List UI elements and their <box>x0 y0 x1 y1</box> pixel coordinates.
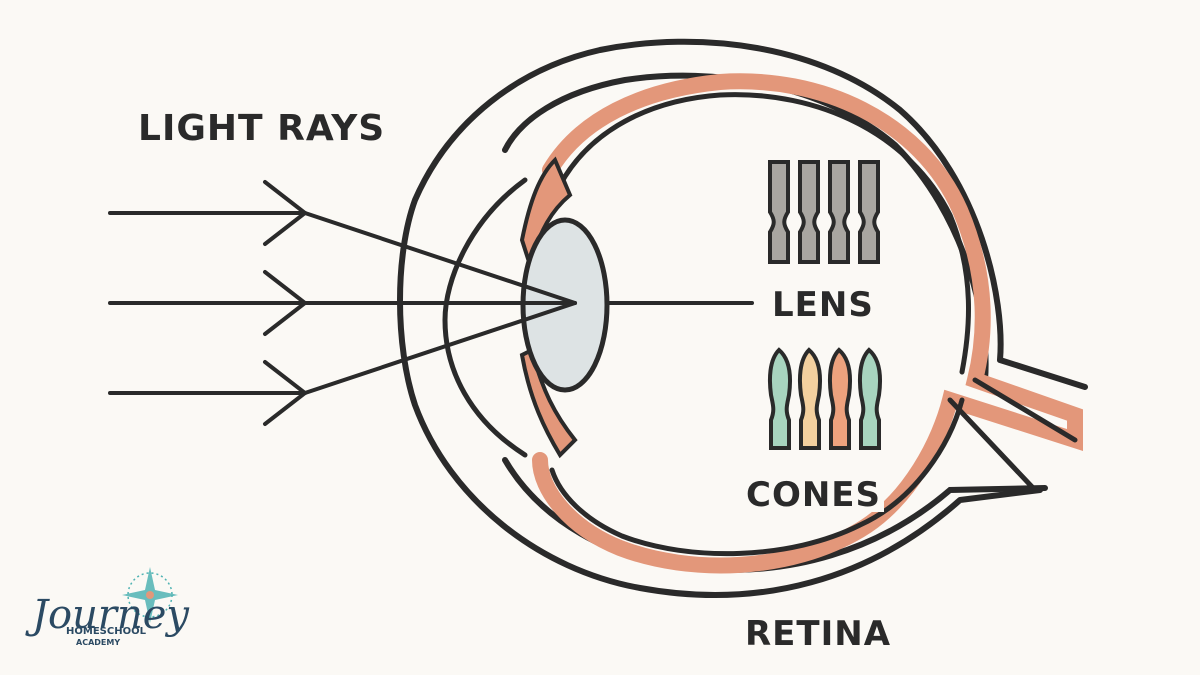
retina-inner-edge-lower <box>549 397 965 557</box>
cone-orange <box>828 347 852 450</box>
refracted-ray-bottom <box>303 301 577 395</box>
cone-green-2 <box>858 347 882 450</box>
cones-label-bg <box>742 472 884 512</box>
optic-nerve <box>947 377 1078 493</box>
cornea <box>442 177 528 458</box>
rod-3 <box>828 160 850 264</box>
logo-line-1: HOMESCHOOL <box>66 626 147 637</box>
lens-label: LENS <box>772 285 874 325</box>
logo-name: Journey <box>25 592 190 638</box>
light-rays <box>108 180 754 426</box>
light-rays-label: LIGHT RAYS <box>138 108 385 149</box>
lens-label-bg <box>765 283 877 323</box>
retina-label: RETINA <box>745 614 891 654</box>
rod-2 <box>798 160 820 264</box>
refracted-ray-top <box>303 211 577 305</box>
logo: Journey HOMESCHOOL ACADEMY <box>25 567 190 647</box>
cone-yellow <box>798 347 822 450</box>
sclera-outer <box>397 38 1088 598</box>
cones-label: CONES <box>746 475 881 515</box>
retina-inner-edge <box>557 92 972 375</box>
compass-star-icon <box>122 567 178 623</box>
logo-line-2: ACADEMY <box>76 638 120 647</box>
rods <box>768 160 880 264</box>
rod-4 <box>858 160 880 264</box>
rod-1 <box>768 160 790 264</box>
cones <box>768 347 882 450</box>
cone-green-1 <box>768 347 792 450</box>
